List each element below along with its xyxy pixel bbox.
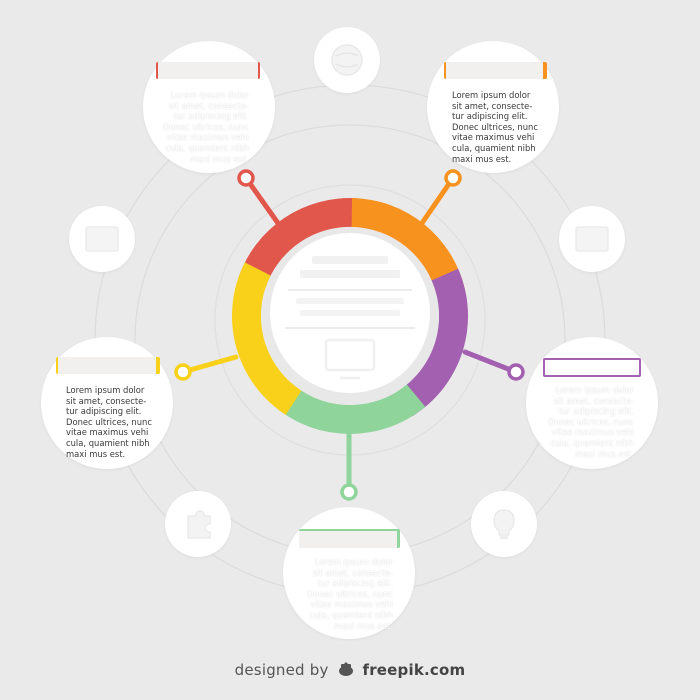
freepik-logo-icon xyxy=(336,661,356,681)
center-text-line-2 xyxy=(300,310,400,316)
connector-red-knob xyxy=(237,169,255,187)
icon-bubble-bottom-right xyxy=(471,491,537,557)
icon-bubble-bottom-left xyxy=(165,491,231,557)
card-bottom-title xyxy=(299,529,400,548)
donut-segment-red xyxy=(238,197,358,288)
card-right: Lorem ipsum dolor sit amet, consecte- tu… xyxy=(526,337,658,469)
connector-orange-knob xyxy=(444,169,462,187)
icon-bubble-left xyxy=(69,206,135,272)
card-top-left-text: Lorem ipsum dolor sit amet, consecte- tu… xyxy=(163,90,249,164)
donut-segment-green xyxy=(274,384,426,434)
card-bottom-text: Lorem ipsum dolor sit amet, consecte- tu… xyxy=(307,557,393,631)
connector-purple-knob xyxy=(507,363,525,381)
card-top-right: Lorem ipsum dolor sit amet, consecte- tu… xyxy=(427,41,559,173)
center-heading-line-2 xyxy=(300,270,400,278)
connector-red xyxy=(243,175,283,229)
screen-icon xyxy=(85,226,119,252)
donut-segment-orange xyxy=(351,198,465,296)
donut-segment-yellow-top xyxy=(232,262,271,327)
globe-icon xyxy=(331,44,363,76)
card-top-left: Lorem ipsum dolor sit amet, consecte- tu… xyxy=(143,41,275,173)
credit-brand[interactable]: freepik.com xyxy=(362,661,466,679)
connector-green-knob xyxy=(340,483,358,501)
connector-yellow xyxy=(180,354,239,375)
icon-bubble-right xyxy=(559,206,625,272)
card-bottom: Lorem ipsum dolor sit amet, consecte- tu… xyxy=(283,507,415,639)
connector-purple xyxy=(462,349,519,375)
card-top-left-title xyxy=(156,62,260,79)
card-left-title xyxy=(56,357,160,374)
screen-icon xyxy=(575,226,609,252)
card-left: Lorem ipsum dolor sit amet, consecte- tu… xyxy=(41,337,173,469)
credit-prefix: designed by xyxy=(234,661,329,679)
card-left-text: Lorem ipsum dolor sit amet, consecte- tu… xyxy=(66,385,152,459)
connectors xyxy=(174,169,525,501)
card-right-title xyxy=(543,358,641,377)
monitor-icon xyxy=(324,338,376,380)
card-top-right-text: Lorem ipsum dolor sit amet, consecte- tu… xyxy=(452,90,538,164)
connector-yellow-knob xyxy=(174,363,192,381)
card-top-right-title xyxy=(444,62,547,79)
donut-segment-yellow xyxy=(231,313,302,415)
icon-bubble-top xyxy=(314,27,380,93)
puzzle-icon xyxy=(187,510,211,539)
connector-orange xyxy=(417,175,456,229)
donut-segment-purple xyxy=(397,268,469,417)
designer-credit: designed by freepik.com xyxy=(0,661,700,681)
center-text-line-1 xyxy=(296,298,404,304)
bulb-icon xyxy=(493,509,515,539)
center-heading-line-1 xyxy=(312,256,388,264)
center-content xyxy=(285,256,415,380)
card-right-text: Lorem ipsum dolor sit amet, consecte- tu… xyxy=(548,385,634,459)
